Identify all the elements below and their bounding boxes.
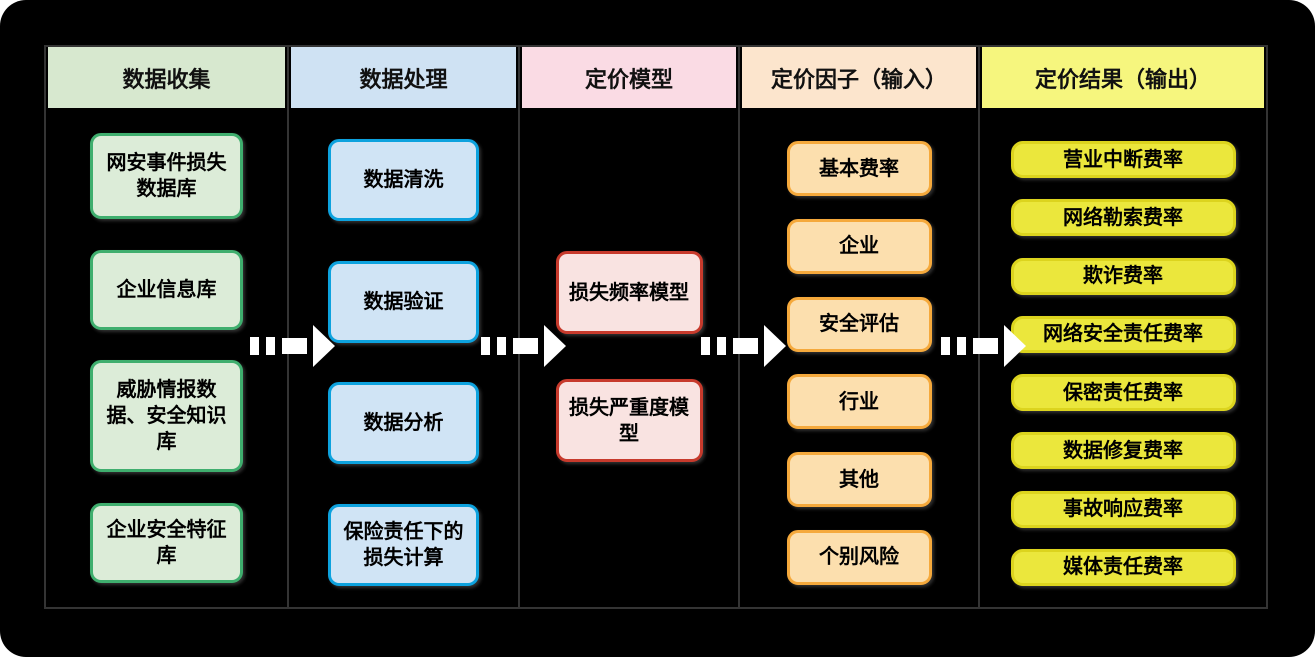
node-business-interruption-rate: 营业中断费率 <box>1010 141 1236 178</box>
node-media-liability-rate: 媒体责任费率 <box>1010 548 1236 586</box>
node-incident-response-rate: 事故响应费率 <box>1010 490 1236 528</box>
column-pricing-results: 定价结果（输出） 营业中断费率 网络勒索费率 欺诈费率 网络安全责任费率 保密责… <box>980 47 1266 607</box>
column-data-processing: 数据处理 数据清洗 数据验证 数据分析 保险责任下的损失计算 <box>289 47 520 607</box>
node-security-assessment: 安全评估 <box>786 296 932 352</box>
node-base-rate: 基本费率 <box>786 141 932 196</box>
column-pricing-model: 定价模型 损失频率模型 损失严重度模型 <box>520 47 740 607</box>
node-cyber-security-liability-rate: 网络安全责任费率 <box>1010 315 1236 353</box>
arrow-head-icon <box>764 325 786 367</box>
arrow-dash <box>941 337 950 355</box>
arrow-dash <box>266 337 275 355</box>
diagram-table: 数据收集 网安事件损失数据库 企业信息库 威胁情报数据、安全知识库 企业安全特征… <box>44 45 1268 609</box>
node-industry: 行业 <box>786 374 932 430</box>
flow-arrow-1 <box>250 325 335 367</box>
flow-arrow-4 <box>941 325 1026 367</box>
column-body-pricing-factors: 基本费率 企业 安全评估 行业 其他 个别风险 <box>740 111 978 607</box>
node-loss-calc-under-coverage: 保险责任下的损失计算 <box>328 503 479 586</box>
flow-arrow-2 <box>481 325 566 367</box>
column-header-data-collection: 数据收集 <box>46 47 287 111</box>
node-cyber-extortion-rate: 网络勒索费率 <box>1010 199 1236 237</box>
flow-arrow-3 <box>701 325 786 367</box>
arrow-shaft <box>282 338 307 354</box>
node-loss-severity-model: 损失严重度模型 <box>555 379 703 462</box>
column-body-data-processing: 数据清洗 数据验证 数据分析 保险责任下的损失计算 <box>289 111 518 607</box>
arrow-dash <box>250 337 259 355</box>
column-header-pricing-model: 定价模型 <box>520 47 738 111</box>
arrow-head-icon <box>1004 325 1026 367</box>
arrow-dash <box>957 337 966 355</box>
arrow-head-icon <box>544 325 566 367</box>
arrow-shaft <box>973 338 998 354</box>
node-confidentiality-liability-rate: 保密责任费率 <box>1010 374 1236 412</box>
node-fraud-rate: 欺诈费率 <box>1010 257 1236 295</box>
column-body-pricing-results: 营业中断费率 网络勒索费率 欺诈费率 网络安全责任费率 保密责任费率 数据修复费… <box>980 111 1266 607</box>
arrow-dash <box>497 337 506 355</box>
node-data-validation: 数据验证 <box>328 260 479 343</box>
node-individual-risk: 个别风险 <box>786 529 932 585</box>
node-threat-intel-knowledge-db: 威胁情报数据、安全知识库 <box>90 360 243 473</box>
arrow-head-icon <box>313 325 335 367</box>
node-loss-frequency-model: 损失频率模型 <box>555 251 703 334</box>
node-data-analysis: 数据分析 <box>328 382 479 465</box>
column-body-pricing-model: 损失频率模型 损失严重度模型 <box>520 111 738 607</box>
column-header-pricing-results: 定价结果（输出） <box>980 47 1266 111</box>
column-pricing-factors: 定价因子（输入） 基本费率 企业 安全评估 行业 其他 个别风险 <box>740 47 980 607</box>
node-other: 其他 <box>786 452 932 508</box>
column-header-data-processing: 数据处理 <box>289 47 518 111</box>
node-data-cleaning: 数据清洗 <box>328 139 479 221</box>
node-enterprise-security-feature-db: 企业安全特征库 <box>90 502 243 583</box>
column-body-data-collection: 网安事件损失数据库 企业信息库 威胁情报数据、安全知识库 企业安全特征库 <box>46 111 287 607</box>
node-enterprise-info-db: 企业信息库 <box>90 249 243 330</box>
node-data-recovery-rate: 数据修复费率 <box>1010 432 1236 470</box>
arrow-dash <box>701 337 710 355</box>
arrow-dash <box>717 337 726 355</box>
node-cyber-incident-loss-db: 网安事件损失数据库 <box>90 133 243 219</box>
arrow-dash <box>481 337 490 355</box>
arrow-shaft <box>513 338 538 354</box>
node-enterprise: 企业 <box>786 218 932 274</box>
arrow-shaft <box>733 338 758 354</box>
column-header-pricing-factors: 定价因子（输入） <box>740 47 978 111</box>
column-data-collection: 数据收集 网安事件损失数据库 企业信息库 威胁情报数据、安全知识库 企业安全特征… <box>46 47 289 607</box>
